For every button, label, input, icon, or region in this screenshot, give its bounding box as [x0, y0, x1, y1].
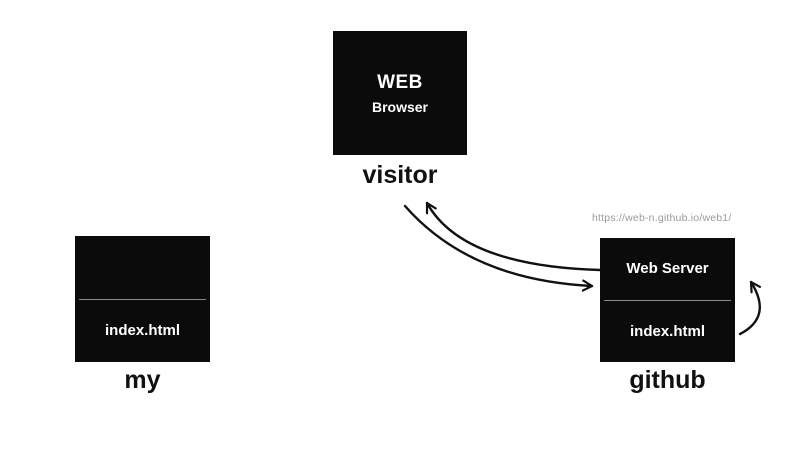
- my-index-file: index.html: [104, 322, 180, 340]
- request-arrow-icon: [403, 204, 594, 286]
- deploy-loop-arrow-icon: [738, 280, 760, 336]
- web-server-title: Web Server: [626, 260, 709, 278]
- visitor-label: visitor: [362, 161, 438, 189]
- github-server-box: Web Server index.html: [600, 238, 735, 362]
- my-label: my: [124, 366, 161, 394]
- response-arrow-icon: [425, 201, 602, 272]
- my-box-empty-section: [75, 236, 210, 299]
- box-divider: [604, 299, 731, 301]
- github-label: github: [629, 366, 706, 394]
- web-browser-subtitle: Browser: [371, 98, 429, 115]
- web-browser-title: WEB: [377, 71, 423, 93]
- web-browser-box: WEB Browser: [333, 31, 467, 155]
- github-pages-url: https://web-n.github.io/web1/: [592, 212, 732, 224]
- my-computer-box: index.html: [75, 236, 210, 362]
- github-index-file: index.html: [629, 322, 705, 340]
- box-divider: [79, 298, 206, 300]
